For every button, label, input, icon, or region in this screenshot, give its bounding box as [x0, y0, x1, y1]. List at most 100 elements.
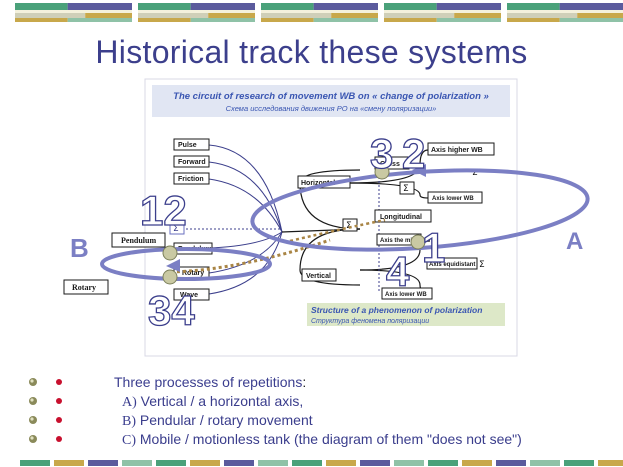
brown-dotted-lower	[170, 238, 331, 274]
band-segment	[394, 460, 424, 466]
band-segment	[122, 460, 152, 466]
rotary-outer-box	[63, 279, 109, 295]
longitudinal-box	[374, 209, 432, 223]
bullet-dot-icon	[56, 417, 62, 423]
bullet-main-text: Three processes of repetitions:	[114, 374, 306, 390]
diagram-header-banner	[152, 85, 510, 117]
convergence-lines	[208, 144, 283, 295]
number-12: 12	[140, 187, 187, 234]
band-tile	[507, 3, 623, 22]
horizontal-label: Horizontal	[301, 180, 335, 187]
axis-higher-label: Axis higher WB	[431, 147, 483, 154]
bullet-list: Three processes of repetitions: A) Verti…	[28, 374, 618, 450]
band-tile	[261, 3, 378, 22]
band-segment	[428, 460, 458, 466]
bullet-item-a-label: Vertical / a horizontal axis,	[136, 393, 304, 409]
forward-label: Forward	[178, 159, 206, 166]
sigma-right-bottom: Σ	[479, 260, 485, 270]
axis-equidistant-box	[426, 257, 478, 270]
pulse-label: Pulse	[178, 142, 197, 149]
band-segment	[462, 460, 492, 466]
bullet-item-b-letter: B)	[122, 414, 136, 429]
label-a: A	[566, 228, 583, 255]
node-32	[374, 164, 390, 180]
band-tile	[384, 3, 501, 22]
slide-title: Historical track these systems	[95, 34, 528, 70]
bullet-item-b-text: B) Pendular / rotary movement	[122, 412, 313, 430]
forward-box	[173, 155, 210, 168]
band-segment	[530, 460, 560, 466]
band-segment	[258, 460, 288, 466]
sigma-upper-box	[399, 181, 415, 195]
bullet-sphere-icon	[29, 378, 37, 386]
axis-lower-box	[427, 191, 483, 204]
bullet-item-c: C) Mobile / motionless tank (the diagram…	[28, 431, 618, 450]
bullet-main-label: Three processes of repetitions	[114, 374, 303, 390]
diagram-header-en: The circuit of research of movement WB o…	[173, 91, 489, 102]
bullet-item-a-text: A) Vertical / a horizontal axis,	[122, 393, 303, 411]
band-segment	[326, 460, 356, 466]
friction-box	[173, 172, 210, 185]
bottom-decorative-band	[0, 459, 623, 467]
pendulum-outer-label: Pendulum	[121, 236, 156, 245]
sigma-upper: Σ	[403, 184, 409, 194]
bullet-item-b: B) Pendular / rotary movement	[28, 412, 618, 431]
cross-label: Cross	[380, 161, 400, 168]
diagram-header-ru: Схема исследования движения РО на «смену…	[226, 104, 437, 113]
bullet-sphere-icon	[29, 435, 37, 443]
wave-box	[173, 288, 210, 301]
band-segment	[360, 460, 390, 466]
node-34	[162, 269, 178, 285]
cycle-b-ellipse	[100, 247, 272, 281]
band-segment	[496, 460, 526, 466]
band-segment	[190, 460, 220, 466]
band-segment	[564, 460, 594, 466]
bullet-item-a-letter: A)	[122, 395, 137, 410]
band-segment	[20, 460, 50, 466]
band-segment	[156, 460, 186, 466]
axis-lower2-label: Axis lower WB	[385, 292, 427, 298]
bullet-main-suffix: :	[302, 374, 307, 390]
horizontal-box	[297, 175, 351, 189]
bullet-dot-icon	[56, 436, 62, 442]
rotary-inner-label: Rotary	[182, 270, 204, 277]
axis-lower2-box	[381, 287, 433, 300]
band-segment	[292, 460, 322, 466]
sigma-right-top: Σ	[472, 168, 478, 178]
rotary-outer-label: Rotary	[72, 283, 96, 292]
bullet-sphere-icon	[29, 416, 37, 424]
friction-label: Friction	[178, 176, 204, 183]
node-12	[162, 245, 178, 261]
axis-higher-box	[427, 142, 495, 156]
bullet-item-b-label: Pendular / rotary movement	[136, 412, 313, 428]
number-2: 2	[402, 130, 425, 177]
pendulum-outer-box	[111, 232, 166, 248]
diagram-footer-en: Structure of a phenomenon of polarizatio…	[311, 305, 482, 315]
vertical-label: Vertical	[306, 273, 331, 280]
label-b: B	[70, 233, 89, 263]
bullet-dot-icon	[56, 379, 62, 385]
number-3: 3	[370, 130, 393, 177]
bullet-item-a: A) Vertical / a horizontal axis,	[28, 393, 618, 412]
bullet-item-c-letter: C)	[122, 433, 136, 448]
cycle-a-arrow	[412, 164, 426, 177]
top-decorative-band	[0, 0, 623, 24]
sigma-left-box	[169, 221, 185, 235]
band-tile	[15, 3, 132, 22]
number-1: 1	[422, 224, 445, 271]
axis-midline-label: Axis the midline	[380, 238, 427, 244]
sigma-center: Σ	[346, 221, 352, 231]
bullet-dot-icon	[56, 398, 62, 404]
bullet-sphere-icon	[29, 397, 37, 405]
bullet-item-c-text: C) Mobile / motionless tank (the diagram…	[122, 431, 522, 449]
axis-lower-label: Axis lower WB	[432, 196, 474, 202]
node-1	[410, 234, 426, 250]
number-4: 4	[386, 248, 410, 295]
number-34: 34	[148, 287, 195, 334]
bullet-item-c-label: Mobile / motionless tank (the diagram of…	[136, 431, 522, 447]
diagram-footer-ru: Структура феномена поляризации	[311, 318, 429, 325]
band-tile	[138, 3, 255, 22]
bullet-main: Three processes of repetitions:	[28, 374, 618, 393]
band-segment	[88, 460, 118, 466]
